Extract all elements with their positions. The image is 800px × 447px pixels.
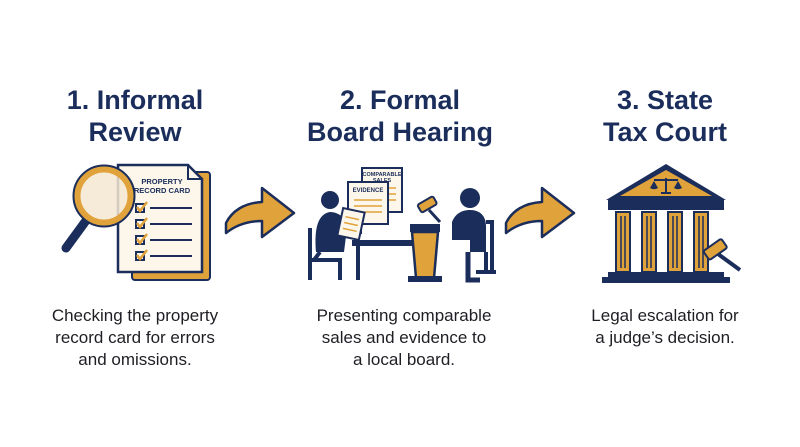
- step-2-description: Presenting comparable sales and evidence…: [279, 305, 529, 371]
- step-1-desc-line-1: Checking the property: [51, 306, 219, 325]
- scales-icon: [650, 178, 682, 194]
- doc-label-sales-line-1: COMPARABLE: [362, 172, 401, 178]
- courthouse-illustration: [602, 164, 742, 283]
- step-3-title-line-1: 3. State: [616, 85, 714, 115]
- hearing-illustration: COMPARABLE SALES EVIDENCE: [308, 167, 496, 283]
- step-1-title-line-2: Review: [88, 117, 182, 147]
- magnifier-icon: [61, 164, 136, 253]
- step-3-title: 3. State Tax Court: [545, 84, 785, 148]
- step-1-title: 1. Informal Review: [15, 84, 255, 148]
- step-3-title-line-2: Tax Court: [602, 117, 727, 147]
- step-3-desc-line-1: Legal escalation for: [591, 306, 739, 325]
- gavel-icon: [416, 195, 442, 224]
- podium: [408, 224, 442, 282]
- step-1-title-line-1: 1. Informal: [66, 85, 204, 115]
- step-1-desc-line-2: record card for errors: [55, 328, 215, 347]
- doc-label-evidence: EVIDENCE: [353, 188, 384, 194]
- step-2-desc-line-3: a local board.: [352, 350, 456, 369]
- gavel-icon-court: [698, 238, 742, 278]
- step-2-desc-line-2: sales and evidence to: [321, 328, 487, 347]
- card-label-line-2: RECORD CARD: [134, 186, 191, 195]
- informal-review-illustration: PROPERTY RECORD CARD: [61, 163, 211, 281]
- step-3-description: Legal escalation for a judge’s decision.: [540, 305, 790, 349]
- presenter-figure: [308, 191, 366, 280]
- step-2-title-line-1: 2. Formal: [339, 85, 461, 115]
- card-label-line-1: PROPERTY: [141, 177, 182, 186]
- courthouse-icon: [602, 164, 730, 283]
- step-1-description: Checking the property record card for er…: [10, 305, 260, 371]
- property-card-icon: PROPERTY RECORD CARD: [116, 163, 211, 281]
- arrow-right-icon-2: [504, 186, 576, 239]
- board-member-figure: [452, 188, 496, 283]
- step-2-desc-line-1: Presenting comparable: [316, 306, 492, 325]
- arrow-right-icon: [224, 186, 296, 239]
- step-3-desc-line-2: a judge’s decision.: [595, 328, 735, 347]
- step-2-title-line-2: Board Hearing: [306, 117, 494, 147]
- step-1-desc-line-3: and omissions.: [78, 350, 192, 369]
- step-2-title: 2. Formal Board Hearing: [280, 84, 520, 148]
- hearing-table: [352, 240, 414, 280]
